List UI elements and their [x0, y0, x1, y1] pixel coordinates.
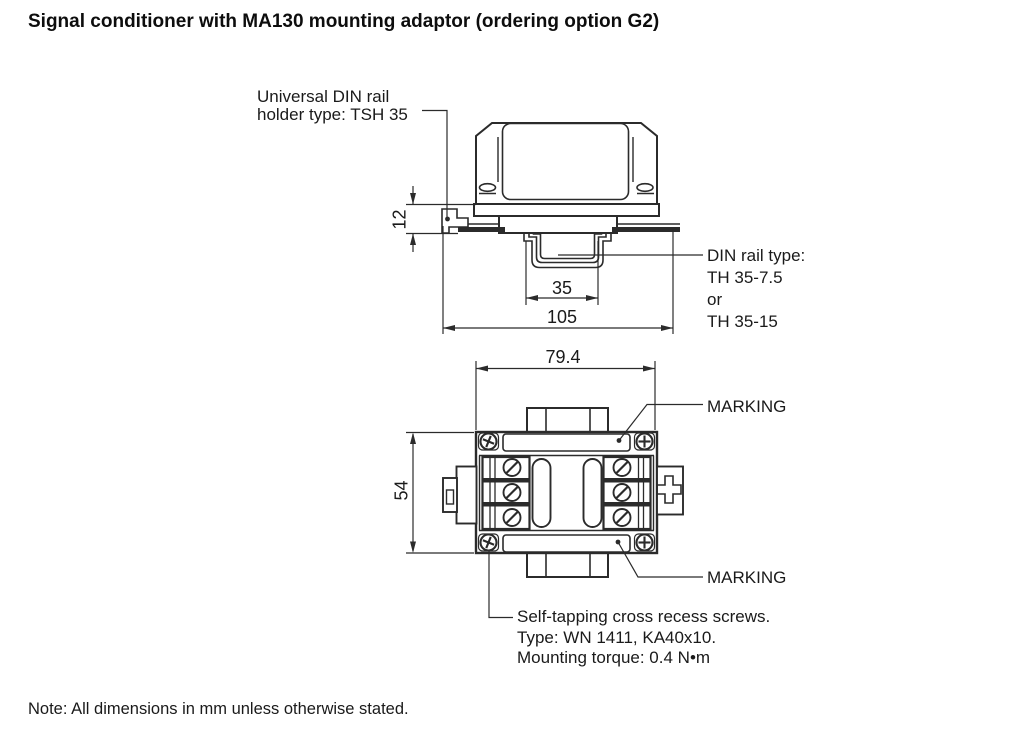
cross-screw-icon [479, 432, 654, 552]
marking-strip-bottom [502, 534, 631, 553]
side-view [406, 109, 703, 334]
din-holder-leader-line [422, 109, 448, 219]
adaptor-body-outline [474, 430, 659, 555]
device-front-cover [501, 122, 630, 201]
center-slot-right [582, 458, 603, 528]
din-holder-label-line1: Universal DIN rail [257, 87, 390, 106]
dimension-label-105: 105 [546, 307, 578, 327]
dimension-35 [525, 241, 599, 305]
top-clip-tab [526, 407, 609, 433]
din-rail-type-line4: TH 35-15 [707, 312, 778, 331]
screws-label-line1: Self-tapping cross recess screws. [517, 607, 771, 626]
screw-terminal-icon [612, 458, 632, 527]
screws-leader-line [488, 551, 513, 619]
terminal-block-left [481, 455, 531, 531]
din-holder-label: Universal DIN rail holder type: TSH 35 [257, 88, 408, 124]
marking-label-bottom: MARKING [707, 568, 787, 587]
mounting-adaptor-block [498, 215, 618, 234]
din-rail-type-line1: DIN rail type: [707, 246, 806, 265]
side-tab-left [442, 465, 478, 525]
note: Note: All dimensions in mm unless otherw… [28, 700, 409, 718]
dimension-105 [442, 226, 674, 334]
dimension-label-54: 54 [391, 480, 412, 501]
dimension-label-79-4: 79.4 [545, 347, 581, 367]
marking-strip-top [502, 433, 631, 452]
bottom-clip-tab [526, 552, 609, 578]
din-rail-type-line3: or [707, 290, 723, 309]
dimension-label-12: 12 [389, 209, 410, 230]
marking-bottom-leader-line [617, 541, 703, 578]
dimension-79-4 [475, 361, 656, 430]
center-slot-left [531, 458, 552, 528]
dimension-12 [406, 186, 476, 252]
din-holder-label-line2: holder type: TSH 35 [257, 105, 408, 124]
din-rail-type-line2: TH 35-7.5 [707, 268, 783, 287]
marking-top-leader-line [618, 403, 703, 441]
din-rail-type-label: DIN rail type: TH 35-7.5 or TH 35-15 [707, 245, 805, 333]
screws-label-line2: Type: WN 1411, KA40x10. [517, 627, 717, 647]
terminal-block-right [602, 455, 652, 531]
side-tab-right [656, 465, 684, 516]
dimension-54 [406, 431, 474, 554]
dimension-label-35: 35 [551, 278, 573, 298]
page-title: Signal conditioner with MA130 mounting a… [28, 11, 660, 32]
terminal-area-frame [478, 454, 655, 532]
top-view [406, 361, 703, 619]
screws-label: Self-tapping cross recess screws. Type: … [517, 607, 770, 669]
marking-label-top: MARKING [707, 397, 787, 416]
side-clips [478, 137, 654, 195]
screw-terminal-icon [502, 458, 522, 527]
device-base-plate [473, 203, 660, 217]
screws-label-line3: Mounting torque: 0.4 N•m [517, 648, 711, 667]
